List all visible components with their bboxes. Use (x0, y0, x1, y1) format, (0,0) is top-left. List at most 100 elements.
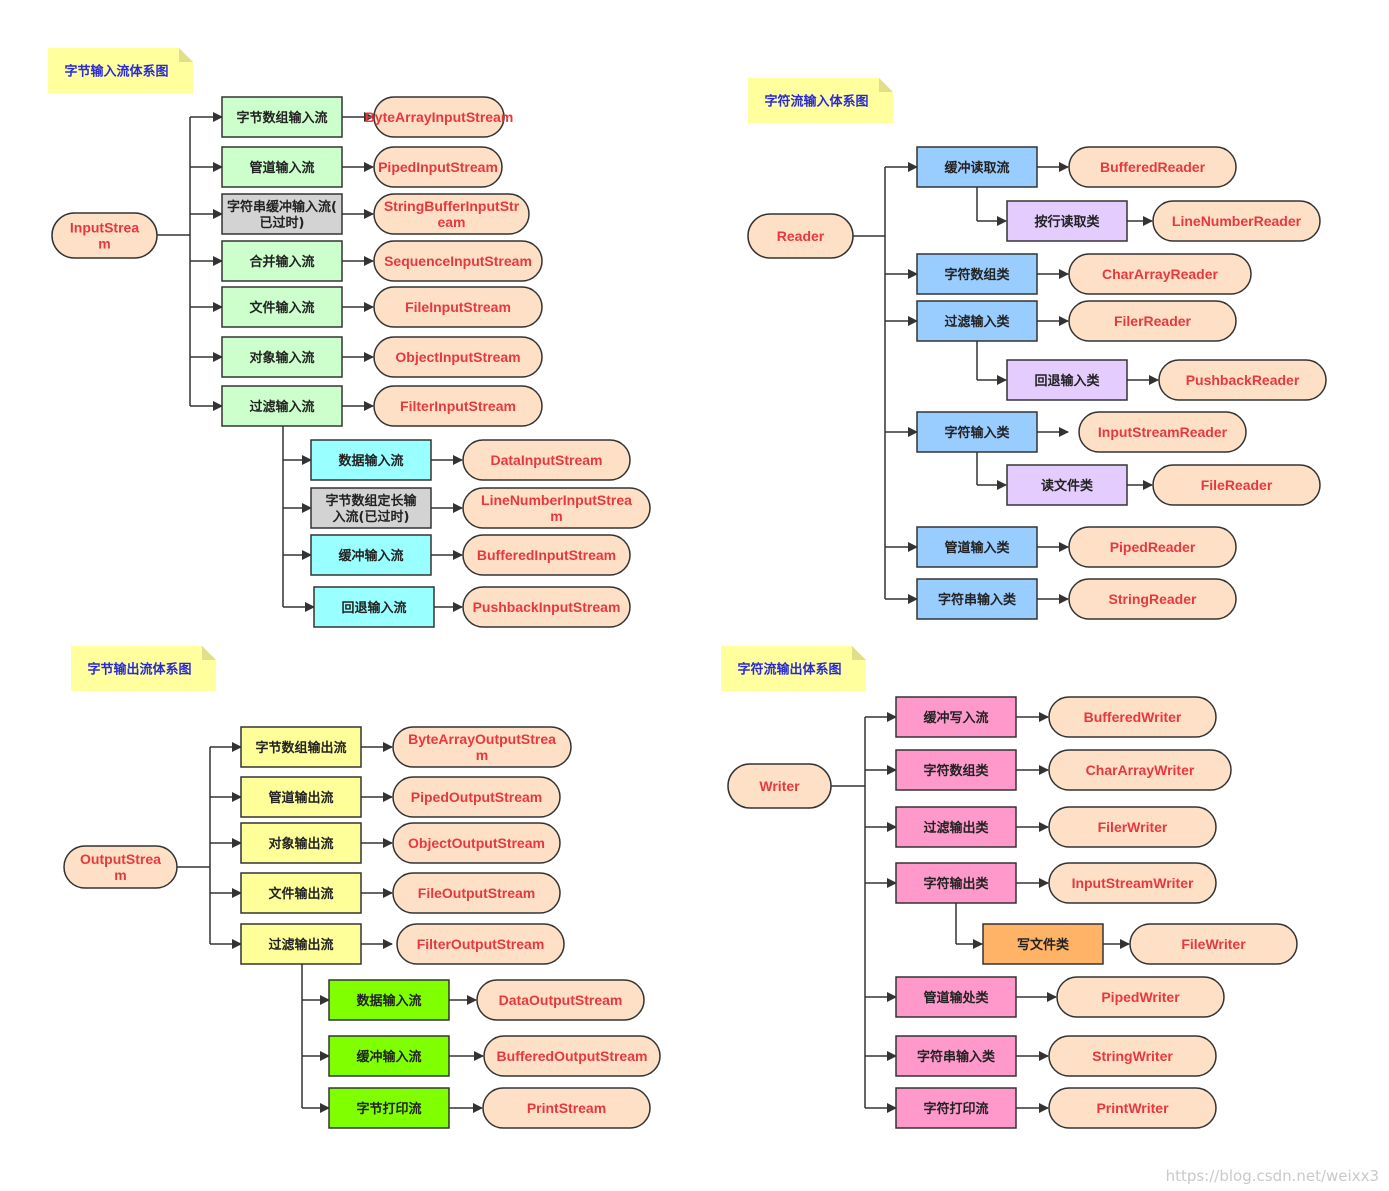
class-node[interactable] (392, 872, 561, 914)
category-box[interactable] (1006, 464, 1128, 506)
category-label: 字符串输入类 (938, 592, 1017, 608)
category-box[interactable] (221, 336, 343, 378)
class-node[interactable] (392, 726, 572, 768)
category-label: 回退输入流 (341, 600, 406, 616)
class-node[interactable] (373, 286, 543, 328)
class-node[interactable] (1068, 578, 1237, 620)
diagram-title-note (48, 48, 193, 93)
class-label: FileOutputStream (418, 885, 535, 901)
class-node[interactable] (392, 776, 561, 818)
category-box[interactable] (916, 578, 1038, 620)
category-box[interactable] (895, 1035, 1017, 1077)
category-box[interactable] (240, 822, 362, 864)
category-box[interactable] (221, 286, 343, 328)
class-node[interactable] (462, 534, 631, 576)
category-box[interactable] (240, 872, 362, 914)
category-box[interactable] (916, 146, 1038, 188)
class-node[interactable] (63, 845, 178, 889)
class-node[interactable] (1068, 300, 1237, 342)
category-box[interactable] (221, 385, 343, 427)
class-label: StringWriter (1092, 1048, 1173, 1064)
category-label: 管道输入类 (944, 540, 1010, 556)
class-label: InputStreamReader (1098, 424, 1228, 440)
category-box[interactable] (916, 526, 1038, 568)
class-node[interactable] (1048, 806, 1217, 848)
class-label: PrintWriter (1096, 1100, 1169, 1116)
class-node[interactable] (1152, 200, 1321, 242)
category-box[interactable] (221, 96, 343, 138)
class-node[interactable] (747, 213, 854, 259)
class-node[interactable] (1048, 1035, 1217, 1077)
class-node[interactable] (373, 96, 505, 138)
class-node[interactable] (1129, 923, 1298, 965)
category-box[interactable] (310, 487, 432, 529)
class-label: BufferedInputStream (477, 547, 616, 563)
category-box[interactable] (895, 696, 1017, 738)
class-node[interactable] (483, 1035, 661, 1077)
class-node[interactable] (51, 212, 158, 259)
category-box[interactable] (240, 726, 362, 768)
class-node[interactable] (462, 586, 631, 628)
category-box[interactable] (895, 862, 1017, 904)
diagram-title-note (748, 78, 893, 123)
class-node[interactable] (373, 336, 543, 378)
class-node[interactable] (392, 822, 561, 864)
class-node[interactable] (1056, 976, 1225, 1018)
category-label: 管道输处类 (923, 990, 989, 1006)
class-node[interactable] (1158, 359, 1327, 401)
class-node[interactable] (1152, 464, 1321, 506)
category-box[interactable] (313, 586, 435, 628)
diagram-title-note (71, 646, 216, 691)
category-box[interactable] (328, 979, 450, 1021)
category-box[interactable] (916, 411, 1038, 453)
category-box[interactable] (895, 1087, 1017, 1129)
category-box[interactable] (895, 749, 1017, 791)
class-label: FileReader (1201, 477, 1273, 493)
category-box[interactable] (982, 923, 1104, 965)
diagram-title-note (721, 646, 866, 691)
class-node[interactable] (373, 240, 543, 282)
category-box[interactable] (310, 534, 432, 576)
class-node[interactable] (1048, 696, 1217, 738)
category-box[interactable] (916, 300, 1038, 342)
category-label: 数据输入流 (338, 453, 403, 469)
category-box[interactable] (310, 439, 432, 481)
class-node[interactable] (1048, 862, 1217, 904)
category-box[interactable] (895, 806, 1017, 848)
class-label: FilterInputStream (400, 398, 516, 414)
class-label: DataOutputStream (499, 992, 623, 1008)
diagram-title: 字符流输出体系图 (737, 662, 841, 678)
category-box[interactable] (328, 1035, 450, 1077)
category-box[interactable] (221, 240, 343, 282)
class-node[interactable] (1048, 749, 1232, 791)
class-node[interactable] (373, 146, 503, 188)
class-node[interactable] (373, 193, 530, 235)
category-box[interactable] (221, 193, 343, 235)
class-node[interactable] (482, 1087, 651, 1129)
class-node[interactable] (1068, 526, 1237, 568)
class-label: FileWriter (1181, 936, 1246, 952)
category-box[interactable] (240, 776, 362, 818)
category-box[interactable] (328, 1087, 450, 1129)
class-node[interactable] (373, 385, 543, 427)
category-label: 缓冲写入流 (923, 710, 988, 726)
category-box[interactable] (916, 253, 1038, 295)
class-node[interactable] (1078, 411, 1247, 453)
class-node[interactable] (462, 487, 651, 529)
class-node[interactable] (396, 923, 565, 965)
class-node[interactable] (1068, 146, 1237, 188)
class-node[interactable] (476, 979, 645, 1021)
category-box[interactable] (1006, 200, 1128, 242)
class-node[interactable] (1068, 253, 1252, 295)
class-node[interactable] (1048, 1087, 1217, 1129)
category-box[interactable] (240, 923, 362, 965)
category-box[interactable] (1006, 359, 1128, 401)
category-box[interactable] (221, 146, 343, 188)
category-label: 过滤输入类 (944, 314, 1010, 330)
class-node[interactable] (727, 763, 832, 809)
class-node[interactable] (462, 439, 631, 481)
category-label: 缓冲读取流 (944, 160, 1009, 176)
category-box[interactable] (895, 976, 1017, 1018)
